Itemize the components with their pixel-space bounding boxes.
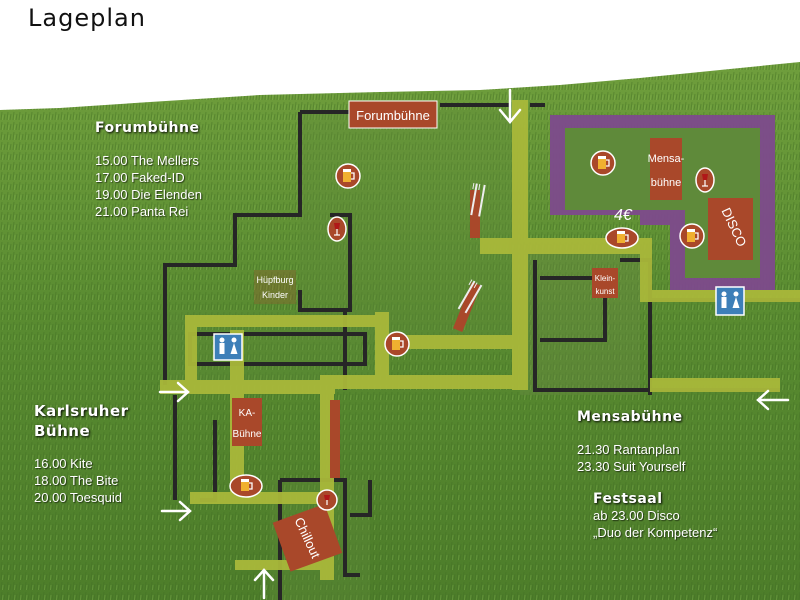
lineup-entry: 21.00 Panta Rei — [95, 204, 189, 219]
festsaal-line: ab 23.00 Disco — [593, 508, 680, 523]
karlsruher-heading-1: Karlsruher — [34, 402, 129, 420]
lineup-entry: 17.00 Faked-ID — [95, 170, 185, 185]
mensabuehne-lineup: Mensabühne 21.30 Rantanplan 23.30 Suit Y… — [577, 409, 685, 475]
beer-icon[interactable] — [679, 223, 705, 249]
kleinkunst-label-1: Klein- — [595, 274, 616, 283]
disco-sign[interactable] — [708, 198, 753, 260]
arrow-icon[interactable] — [253, 568, 275, 600]
ka-buehne-sign[interactable] — [232, 398, 262, 446]
lineup-entry: 18.00 The Bite — [34, 473, 119, 488]
kleinkunst-label-2: kunst — [595, 287, 615, 296]
beer-icon[interactable] — [384, 331, 410, 357]
karlsruher-heading-2: Bühne — [34, 422, 91, 440]
lineup-entry: 23.30 Suit Yourself — [577, 459, 686, 474]
wine-icon[interactable] — [316, 489, 338, 511]
toilet-icons — [213, 286, 745, 361]
cutlery-icon[interactable] — [468, 182, 486, 217]
stage-signs: Forumbühne Mensa- bühne DISCO Klein- kun… — [232, 100, 753, 572]
entrance-arrows — [158, 88, 790, 600]
wine-icons — [316, 167, 715, 511]
wine-icon[interactable] — [695, 167, 715, 193]
mensabuehne-heading: Mensabühne — [577, 409, 683, 425]
price-label: 4€ — [614, 207, 633, 224]
festsaal-line: „Duo der Kompetenz“ — [593, 525, 718, 540]
lineup-entry: 15.00 The Mellers — [95, 153, 199, 168]
beer-icon[interactable] — [590, 150, 616, 176]
forumbuehne-heading: Forumbühne — [95, 120, 200, 136]
cutlery-icon[interactable] — [456, 279, 483, 314]
mensabuehne-sign[interactable] — [650, 138, 682, 200]
map-title: Lageplan — [28, 4, 146, 32]
kleinkunst-sign[interactable] — [592, 268, 618, 298]
festsaal-info: Festsaal ab 23.00 Disco „Duo der Kompete… — [593, 491, 717, 541]
hupfburg-sign[interactable] — [254, 270, 296, 304]
forumbuehne-lineup: Forumbühne 15.00 The Mellers 17.00 Faked… — [95, 120, 202, 220]
stage-strip — [470, 190, 480, 238]
cutlery-icons — [456, 182, 486, 314]
mensabuehne-sign-label-2: bühne — [651, 177, 682, 189]
beer-icons — [229, 150, 705, 498]
forumbuehne-sign-label: Forumbühne — [356, 108, 430, 123]
lineup-entry: 16.00 Kite — [34, 456, 93, 471]
lineup-entry: 19.00 Die Elenden — [95, 187, 202, 202]
mensabuehne-sign-label-1: Mensa- — [648, 153, 685, 165]
arrow-icon[interactable] — [160, 500, 192, 522]
toilet-icon[interactable] — [213, 333, 243, 361]
beer-icon[interactable] — [335, 163, 361, 189]
chillout-sign[interactable] — [272, 503, 343, 572]
ka-buehne-label-1: KA- — [239, 408, 256, 419]
toilet-icon[interactable] — [715, 286, 745, 316]
arrow-icon[interactable] — [498, 88, 522, 124]
stage-strip — [452, 281, 482, 333]
beer-icon[interactable] — [605, 227, 639, 249]
festsaal-heading: Festsaal — [593, 491, 663, 507]
karlsruher-buehne-lineup: Karlsruher Bühne 16.00 Kite 18.00 The Bi… — [34, 401, 129, 506]
forumbuehne-sign[interactable] — [348, 100, 438, 129]
lineup-entry: 20.00 Toesquid — [34, 490, 122, 505]
arrow-icon[interactable] — [158, 381, 190, 403]
beer-icon[interactable] — [229, 474, 263, 498]
arrow-icon[interactable] — [756, 389, 790, 411]
lineup-entry: 21.30 Rantanplan — [577, 442, 680, 457]
wine-icon[interactable] — [327, 216, 347, 242]
ka-buehne-label-2: Bühne — [233, 429, 262, 440]
hupfburg-label-2: Kinder — [262, 290, 288, 300]
hupfburg-label-1: Hüpfburg — [256, 275, 293, 285]
stage-strip — [330, 400, 340, 478]
